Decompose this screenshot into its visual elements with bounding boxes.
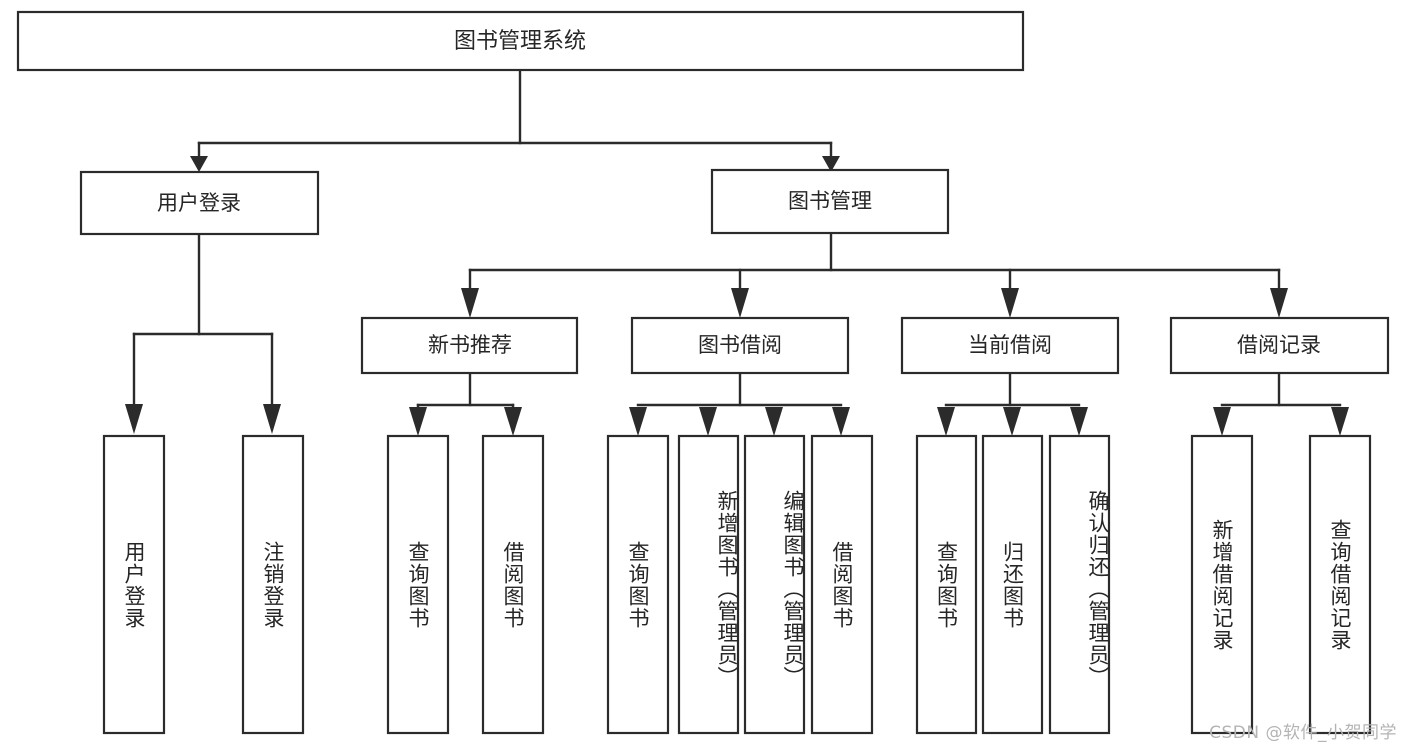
csdn-watermark: CSDN @软件_小贺同学 <box>1209 723 1397 743</box>
node-leaf-book-borrow-3[interactable] <box>743 434 806 735</box>
arrow-current-borrow-leaf-2 <box>1003 407 1021 436</box>
connector-group-current-borrow <box>937 371 1088 436</box>
arrow-book-mgmt-child-4 <box>1270 288 1288 318</box>
arrow-book-borrow-leaf-4 <box>832 407 850 436</box>
node-leaf-book-borrow-1[interactable] <box>606 434 670 735</box>
arrow-borrow-record-leaf-1 <box>1213 407 1231 436</box>
node-user-login[interactable] <box>79 170 320 236</box>
connector-group-book-borrow <box>629 371 850 436</box>
node-borrow-record[interactable] <box>1169 316 1390 375</box>
connector-group-root <box>190 68 840 172</box>
node-book-management-label: 图书管理 <box>788 189 872 213</box>
node-root-label: 图书管理系统 <box>454 29 586 54</box>
node-leaf-new-book-2[interactable] <box>481 434 545 735</box>
arrow-current-borrow-leaf-1 <box>937 407 955 436</box>
node-leaf-borrow-record-1[interactable] <box>1190 434 1254 735</box>
arrow-new-book-leaf-2 <box>504 407 522 436</box>
node-new-book-recommend[interactable] <box>360 316 579 375</box>
node-book-borrow-label: 图书借阅 <box>698 333 782 357</box>
arrow-root-to-book-mgmt <box>822 156 840 172</box>
arrow-user-login-leaf-2 <box>263 404 281 434</box>
node-leaf-user-login-1[interactable] <box>102 434 166 735</box>
arrow-user-login-leaf-1 <box>125 404 143 434</box>
node-book-borrow[interactable] <box>630 316 850 375</box>
arrow-borrow-record-leaf-2 <box>1331 407 1349 436</box>
node-user-login-label: 用户登录 <box>157 191 241 215</box>
node-leaf-current-borrow-1[interactable] <box>915 434 978 735</box>
node-leaf-current-borrow-3[interactable] <box>1048 434 1111 735</box>
arrow-new-book-leaf-1 <box>409 407 427 436</box>
connector-group-new-book <box>409 371 522 436</box>
node-leaf-current-borrow-2[interactable] <box>981 434 1044 735</box>
arrow-book-mgmt-child-2 <box>731 288 749 318</box>
arrow-book-borrow-leaf-2 <box>699 407 717 436</box>
node-leaf-book-borrow-4[interactable] <box>810 434 874 735</box>
node-current-borrow[interactable] <box>900 316 1120 375</box>
node-book-management[interactable] <box>710 168 950 235</box>
arrow-current-borrow-leaf-3 <box>1070 407 1088 436</box>
node-root-book-management-system[interactable] <box>16 10 1025 72</box>
node-leaf-user-login-2[interactable] <box>241 434 305 735</box>
node-leaf-borrow-record-2[interactable] <box>1308 434 1372 735</box>
node-leaf-book-borrow-2[interactable] <box>677 434 740 735</box>
connector-group-user-login <box>125 232 281 434</box>
connector-group-borrow-record <box>1213 371 1349 436</box>
arrow-book-borrow-leaf-3 <box>765 407 783 436</box>
node-new-book-recommend-label: 新书推荐 <box>428 333 512 357</box>
node-leaf-new-book-1[interactable] <box>386 434 450 735</box>
arrow-book-mgmt-child-1 <box>461 288 479 318</box>
connector-group-book-mgmt <box>461 231 1288 318</box>
arrow-book-mgmt-child-3 <box>1001 288 1019 318</box>
arrow-root-to-user-login <box>190 156 208 172</box>
node-borrow-record-label: 借阅记录 <box>1237 333 1321 357</box>
node-current-borrow-label: 当前借阅 <box>968 333 1052 357</box>
arrow-book-borrow-leaf-1 <box>629 407 647 436</box>
